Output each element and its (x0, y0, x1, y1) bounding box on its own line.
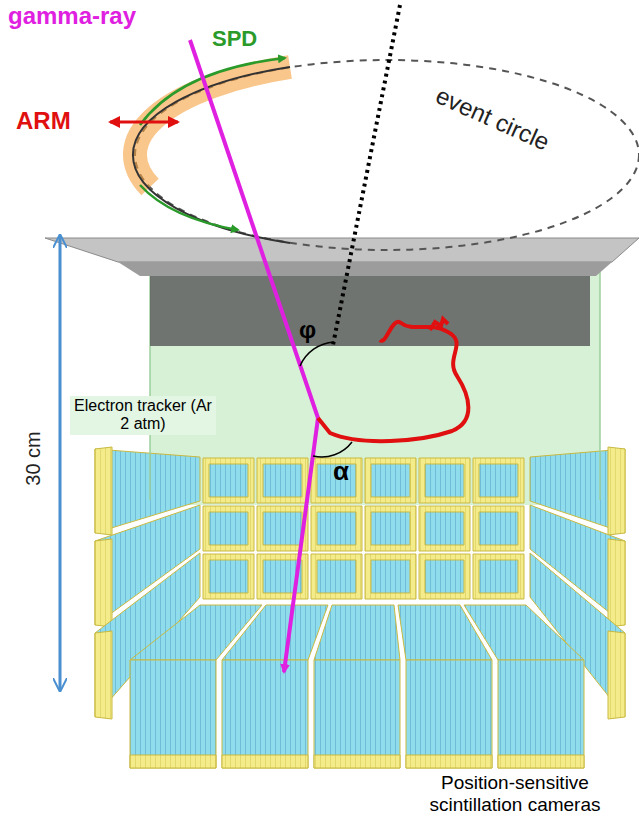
gamma-ray-label: gamma-ray (8, 2, 136, 30)
arm-label: ARM (16, 107, 71, 135)
spd-label: SPD (212, 26, 257, 51)
scintillator-block (479, 464, 518, 497)
angle-arc (300, 342, 334, 366)
scintillator-block (311, 554, 362, 599)
scintillator-block (371, 512, 410, 545)
scintillator-block (473, 554, 524, 599)
electron-track (430, 319, 448, 330)
scintillator-block (406, 755, 492, 768)
dimension-arrow (59, 236, 62, 690)
window-plate (150, 276, 590, 346)
gamma-ray-path (190, 40, 318, 418)
scintillator-block (222, 755, 308, 768)
camera-label: Position-sensitive scintillation cameras (398, 772, 632, 816)
dimension-label: 30 cm (22, 431, 45, 485)
scintillator-block (222, 660, 308, 768)
scintillator-block (130, 755, 216, 768)
scintillator-block (371, 464, 410, 497)
scintillator-block (314, 755, 400, 768)
scintillator-block (479, 512, 518, 545)
scintillator-block (209, 512, 248, 545)
event-circle-solid (133, 67, 290, 243)
scintillator-block (498, 660, 584, 768)
scintillator-block (311, 458, 362, 503)
scintillator-block (263, 512, 302, 545)
scintillator-block (419, 554, 470, 599)
event-circle-label: event circle (432, 82, 554, 157)
scintillator-block (209, 560, 248, 593)
scintillator-block (464, 605, 584, 660)
scintillation-cameras (95, 447, 625, 768)
tracker-edge (599, 255, 601, 500)
scintillator-block (371, 560, 410, 593)
scintillator-block (406, 660, 492, 768)
gamma-ray-path (284, 418, 318, 672)
window-plate (118, 262, 612, 276)
scintillator-block (95, 631, 112, 719)
angle-arc (313, 442, 352, 457)
scintillator-block (498, 755, 584, 768)
tracker-label: Electron tracker (Ar 2 atm) (70, 396, 216, 435)
scintillator-block (314, 660, 400, 768)
scintillator-block (95, 447, 112, 535)
scintillator-block (419, 506, 470, 551)
scintillator-block (314, 605, 400, 660)
scintillator-block (425, 512, 464, 545)
scintillator-block (257, 458, 308, 503)
scintillator-block (203, 506, 254, 551)
scintillator-block (365, 506, 416, 551)
scintillator-block (365, 458, 416, 503)
scintillator-block (209, 464, 248, 497)
scintillator-block (203, 458, 254, 503)
scintillator-block (473, 506, 524, 551)
scintillator-block (317, 512, 356, 545)
scintillator-block (473, 458, 524, 503)
scintillator-block (608, 447, 625, 535)
angle-alpha-label: α (333, 457, 349, 487)
scintillator-block (419, 458, 470, 503)
arm-arrow (110, 121, 178, 124)
scintillator-block (365, 554, 416, 599)
spd-arrow (140, 185, 238, 230)
scintillator-block (95, 539, 112, 627)
electron-track (318, 322, 468, 441)
window-plate (45, 238, 639, 262)
event-circle (135, 60, 639, 250)
scintillator-block (222, 605, 328, 660)
scintillator-block (479, 560, 518, 593)
spd-arrow (140, 58, 285, 125)
scintillator-block (608, 539, 625, 627)
scintillator-block (311, 506, 362, 551)
axis-line (333, 5, 400, 345)
angle-phi-label: φ (299, 316, 316, 344)
scintillator-block (317, 560, 356, 593)
scintillator-block (608, 631, 625, 719)
scintillator-block (263, 464, 302, 497)
scintillator-block (130, 660, 216, 768)
scintillator-block (203, 554, 254, 599)
scintillator-block (425, 560, 464, 593)
scintillator-block (425, 464, 464, 497)
